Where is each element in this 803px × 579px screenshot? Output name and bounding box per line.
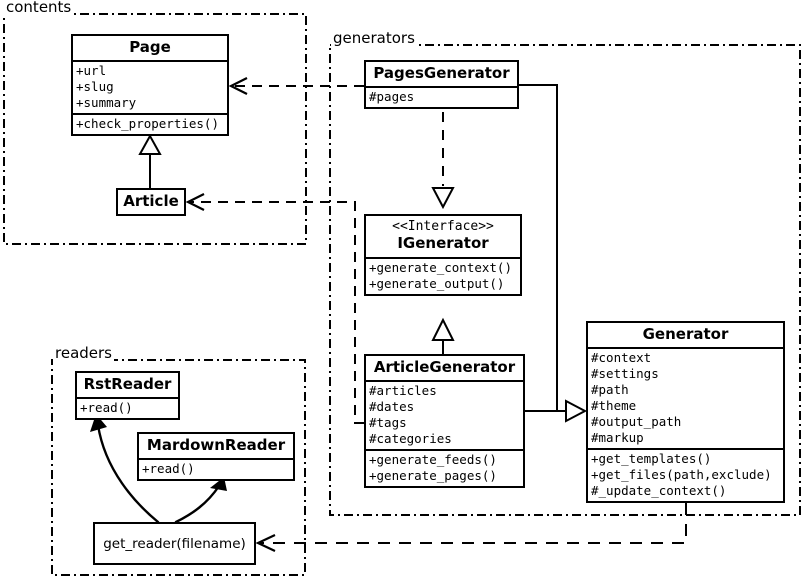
class-operations-compartment: +read() — [77, 399, 178, 418]
class-attribute: #articles — [369, 383, 437, 399]
class-attribute: +slug — [76, 79, 114, 95]
class-attribute: #pages — [369, 89, 415, 105]
class-attribute: +url — [76, 63, 107, 79]
class-attribute: #path — [591, 382, 629, 398]
class-name-compartment: Generator — [588, 323, 783, 350]
class-operation: #_update_context() — [591, 483, 727, 499]
class-name-compartment: <<Interface>> IGenerator — [366, 216, 520, 259]
class-name-compartment: MardownReader — [139, 434, 293, 461]
class-box-page[interactable]: Page +url +slug +summary +check_properti… — [71, 34, 229, 137]
class-attributes-compartment: +url +slug +summary — [73, 62, 227, 116]
class-name-compartment: ArticleGenerator — [366, 356, 523, 383]
class-title-text: IGenerator — [397, 234, 489, 253]
class-title: ArticleGenerator — [373, 358, 516, 376]
class-stereotype: <<Interface>> — [392, 219, 494, 234]
package-label-contents: contents — [4, 0, 74, 16]
class-attribute: +summary — [76, 95, 137, 111]
class-title: PagesGenerator — [373, 64, 510, 82]
class-operation: +read() — [142, 461, 195, 477]
class-attribute: #dates — [369, 399, 415, 415]
class-attributes-compartment: #pages — [366, 88, 517, 107]
class-operations-compartment: +generate_feeds() +generate_pages() — [366, 451, 523, 486]
class-operations-compartment: +get_templates() +get_files(path,exclude… — [588, 450, 783, 501]
class-attribute: #theme — [591, 398, 637, 414]
dependency-articlegenerator-to-article — [185, 193, 364, 424]
function-label: get_reader(filename) — [103, 535, 246, 552]
class-box-igenerator[interactable]: <<Interface>> IGenerator +generate_conte… — [364, 214, 522, 296]
creates-getreader-to-mardownreader — [174, 477, 227, 524]
class-title: <<Interface>> IGenerator — [366, 216, 520, 257]
class-operation: +generate_feeds() — [369, 452, 497, 468]
class-title: MardownReader — [146, 436, 286, 454]
class-box-mardownreader[interactable]: MardownReader +read() — [137, 432, 295, 482]
class-operation: +generate_context() — [369, 259, 512, 275]
class-attribute: #settings — [591, 366, 659, 382]
class-operations-compartment: +check_properties() — [73, 115, 227, 134]
package-label-readers: readers — [53, 344, 114, 362]
class-attributes-compartment: #context #settings #path #theme #output_… — [588, 349, 783, 451]
class-operation: +read() — [80, 400, 133, 416]
class-name-compartment: PagesGenerator — [366, 62, 517, 89]
generalization-articlegenerator-to-igenerator — [431, 317, 455, 354]
dependency-generator-to-getreader — [255, 503, 687, 552]
class-attribute: #output_path — [591, 414, 682, 430]
class-operation: +check_properties() — [76, 116, 219, 132]
class-box-article[interactable]: Article — [116, 188, 186, 217]
class-operations-compartment: +generate_context() +generate_output() — [366, 259, 520, 294]
class-box-generator[interactable]: Generator #context #settings #path #them… — [586, 321, 785, 504]
class-attribute: #tags — [369, 415, 407, 431]
realization-pagesgenerator-to-igenerator — [431, 112, 455, 210]
dependency-pagesgenerator-to-page — [228, 77, 364, 95]
class-operation: +generate_output() — [369, 275, 505, 291]
class-operation: +get_files(path,exclude) — [591, 467, 772, 483]
class-attribute: #markup — [591, 430, 644, 446]
class-box-rstreader[interactable]: RstReader +read() — [75, 371, 180, 421]
class-name-compartment: Article — [118, 190, 184, 214]
class-attributes-compartment: #articles #dates #tags #categories — [366, 382, 523, 452]
generalization-article-to-page — [138, 133, 162, 188]
class-attribute: #context — [591, 350, 652, 366]
class-name-compartment: RstReader — [77, 373, 178, 400]
class-operation: +get_templates() — [591, 451, 712, 467]
class-box-articlegenerator[interactable]: ArticleGenerator #articles #dates #tags … — [364, 354, 525, 489]
class-title: RstReader — [83, 375, 172, 393]
class-title: Page — [129, 38, 171, 56]
class-title: Generator — [642, 325, 729, 343]
generalization-generators-to-generator — [519, 84, 588, 423]
class-title: Article — [123, 192, 179, 210]
function-box-get-reader[interactable]: get_reader(filename) — [93, 522, 256, 565]
package-label-generators: generators — [331, 29, 417, 47]
class-box-pagesgenerator[interactable]: PagesGenerator #pages — [364, 60, 519, 110]
class-name-compartment: Page — [73, 36, 227, 63]
class-attribute: #categories — [369, 431, 452, 447]
class-operation: +generate_pages() — [369, 468, 497, 484]
class-operations-compartment: +read() — [139, 460, 293, 479]
